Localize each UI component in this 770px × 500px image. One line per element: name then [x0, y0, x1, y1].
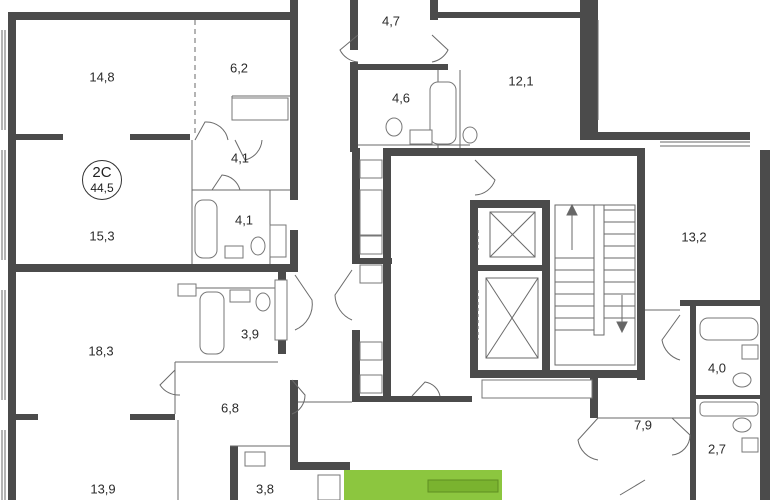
elevators [477, 211, 539, 359]
room-area-label: 4,6 [391, 90, 411, 106]
room-area-label: 6,2 [229, 60, 249, 76]
room-area-label: 7,9 [633, 417, 653, 433]
stairs [554, 203, 636, 366]
room-area-label: 13,9 [90, 481, 116, 497]
apartment-badge: 2C 44,5 [82, 160, 122, 200]
room-area-label: 4,1 [234, 212, 254, 228]
room-area-label: 15,3 [89, 228, 115, 244]
room-area-label: 2,7 [707, 441, 727, 457]
room-area-label: 3,8 [255, 481, 275, 497]
walls [8, 0, 770, 500]
room-area-label: 4,1 [230, 150, 250, 166]
room-area-label: 14,8 [89, 69, 115, 85]
doors [159, 34, 691, 496]
room-area-label: 4,0 [707, 360, 727, 376]
room-area-label: 4,7 [381, 13, 401, 29]
room-area-label: 3,9 [240, 326, 260, 342]
room-area-label: 12,1 [508, 73, 534, 89]
apartment-code: 2C [92, 164, 112, 181]
windows [1, 20, 750, 500]
room-area-label: 13,2 [681, 229, 707, 245]
apartment-total-area: 44,5 [90, 181, 114, 195]
room-area-label: 6,8 [220, 400, 240, 416]
bath-fixtures [177, 81, 759, 500]
room-area-label: 18,3 [88, 343, 114, 359]
